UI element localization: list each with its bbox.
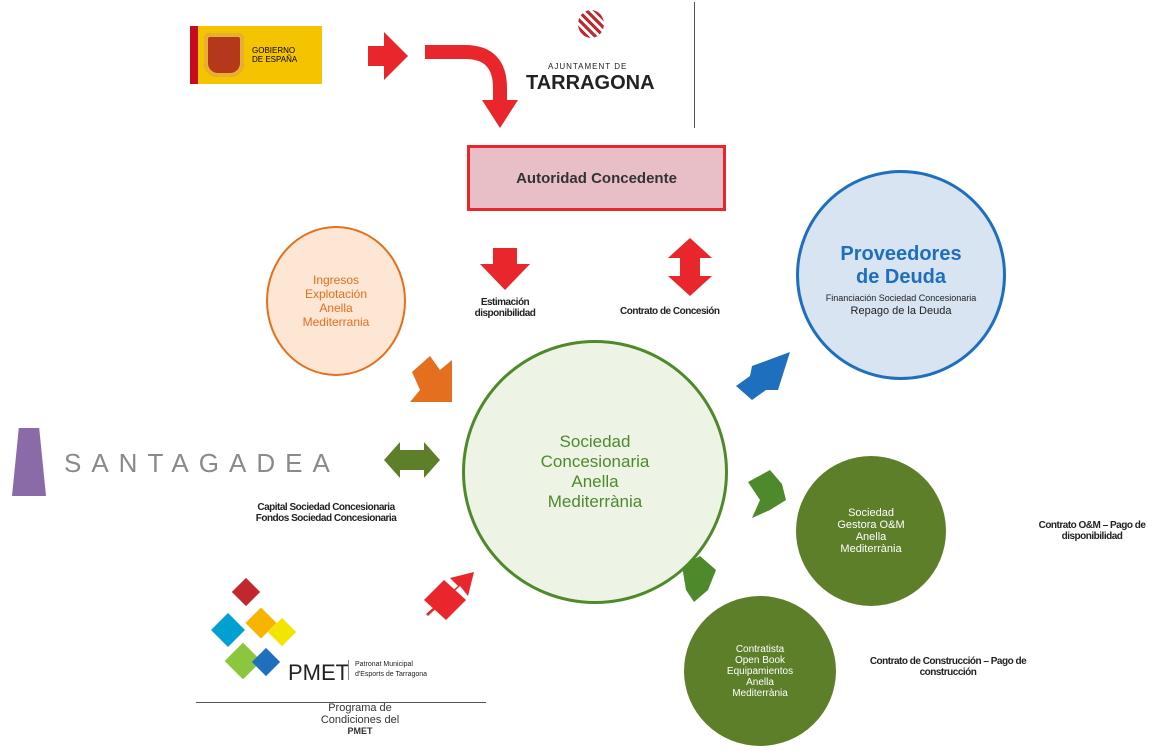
blue-double-arrow bbox=[736, 352, 790, 400]
concession-line1: Sociedad bbox=[559, 432, 631, 451]
income-line3: Anella bbox=[319, 301, 353, 315]
contractor-line2: Open Book bbox=[734, 654, 786, 666]
om-line3: Anella bbox=[855, 531, 887, 543]
pmet-logo: PMET Patronat Municipal d'Esports de Tar… bbox=[196, 562, 486, 703]
om-right-label: Contrato O&M – Pago de disponibilidad bbox=[1012, 520, 1172, 542]
income-line2: Explotación bbox=[304, 287, 368, 301]
green-double-arrow bbox=[384, 442, 440, 478]
tarragona-emblem-icon bbox=[578, 10, 604, 38]
pmet-program-line1: Programa de bbox=[328, 702, 392, 714]
pmet-shapes-icon bbox=[211, 577, 297, 682]
pmet-sub2: d'Esports de Tarragona bbox=[355, 671, 428, 678]
om-line2: Gestora O&M bbox=[837, 519, 905, 531]
red-right-arrow bbox=[368, 32, 408, 80]
contractor-line4: Anella bbox=[746, 676, 774, 688]
income-line4: Mediterrania bbox=[302, 315, 370, 329]
concession-line2: Concesionaria bbox=[540, 452, 650, 471]
om-circle: Sociedad Gestora O&M Anella Mediterrània bbox=[796, 456, 946, 606]
pmet-program-line3: PMET bbox=[347, 726, 373, 736]
concession-line4: Mediterrània bbox=[547, 492, 643, 511]
debt-sub-1: Financiación Sociedad Concesionaria bbox=[825, 293, 977, 303]
om-right-line1: Contrato O&M – Pago de bbox=[1038, 520, 1146, 531]
income-line1: Ingresos bbox=[312, 273, 360, 287]
debt-title-1: Proveedores bbox=[840, 243, 962, 265]
contractor-circle: Contratista Open Book Equipamientos Anel… bbox=[684, 596, 836, 746]
contractor-line1: Contratista bbox=[735, 643, 785, 655]
tarragona-line1: AJUNTAMENT DE bbox=[548, 62, 628, 71]
gobierno-logo: GOBIERNO DE ESPAÑA bbox=[190, 26, 322, 84]
santagadea-text: SANTAGADEA bbox=[64, 448, 340, 478]
red-curved-arrow bbox=[425, 45, 507, 104]
debt-sub-2: Repago de la Deuda bbox=[850, 305, 952, 317]
tarragona-line2: TARRAGONA bbox=[526, 72, 655, 94]
pmet-name: PMET bbox=[288, 660, 350, 685]
om-right-line2: disponibilidad bbox=[1061, 531, 1123, 542]
debt-circle: Proveedores de Deuda Financiación Socied… bbox=[796, 170, 1006, 380]
gobierno-line1: GOBIERNO bbox=[252, 46, 296, 55]
red-double-arrow bbox=[668, 238, 712, 296]
debt-title-2: de Deuda bbox=[855, 266, 947, 288]
contractor-right-line1: Contrato de Construcción – Pago de bbox=[869, 656, 1027, 667]
capital-line1: Capital Sociedad Concesionaria bbox=[257, 502, 395, 513]
concession-circle: Sociedad Concesionaria Anella Mediterràn… bbox=[462, 340, 728, 604]
contract-label: Contrato de Concesión bbox=[620, 306, 720, 317]
santagadea-tower-icon bbox=[12, 428, 46, 496]
capital-label: Capital Sociedad Concesionaria Fondos So… bbox=[206, 502, 446, 524]
santagadea-logo: SANTAGADEA bbox=[12, 428, 342, 498]
om-line4: Mediterrània bbox=[840, 543, 902, 555]
orange-diagonal-arrow bbox=[410, 356, 452, 402]
om-line1: Sociedad bbox=[848, 507, 894, 519]
pmet-program-label: Programa de Condiciones del PMET bbox=[280, 702, 440, 736]
concession-line3: Anella bbox=[571, 472, 619, 491]
contractor-right-line2: construcción bbox=[919, 667, 977, 678]
availability-line2: disponibilidad bbox=[474, 308, 536, 319]
availability-label: Estimación disponibilidad bbox=[450, 297, 560, 319]
contractor-line5: Mediterrània bbox=[732, 687, 788, 699]
authority-box: Autoridad Concedente bbox=[467, 145, 726, 211]
pmet-sub1: Patronat Municipal bbox=[355, 661, 413, 668]
pmet-program-line2: Condiciones del bbox=[320, 714, 400, 726]
red-curved-arrowhead bbox=[482, 100, 518, 128]
coat-of-arms-icon bbox=[204, 33, 244, 77]
contractor-right-label: Contrato de Construcción – Pago de const… bbox=[858, 656, 1038, 678]
spain-flag-stripe bbox=[190, 26, 198, 84]
green-arrow-contractor bbox=[682, 556, 716, 602]
authority-label: Autoridad Concedente bbox=[516, 169, 677, 187]
green-arrow-om bbox=[748, 470, 786, 518]
income-circle: Ingresos Explotación Anella Mediterrania bbox=[266, 226, 406, 376]
red-down-arrow bbox=[480, 248, 530, 290]
red-diagonal-arrow-body bbox=[424, 580, 466, 620]
contractor-line3: Equipamientos bbox=[726, 665, 794, 677]
tarragona-logo: AJUNTAMENT DE TARRAGONA bbox=[498, 2, 695, 128]
capital-line2: Fondos Sociedad Concesionaria bbox=[255, 513, 397, 524]
availability-line1: Estimación bbox=[480, 297, 530, 308]
gobierno-line2: DE ESPAÑA bbox=[252, 55, 298, 64]
